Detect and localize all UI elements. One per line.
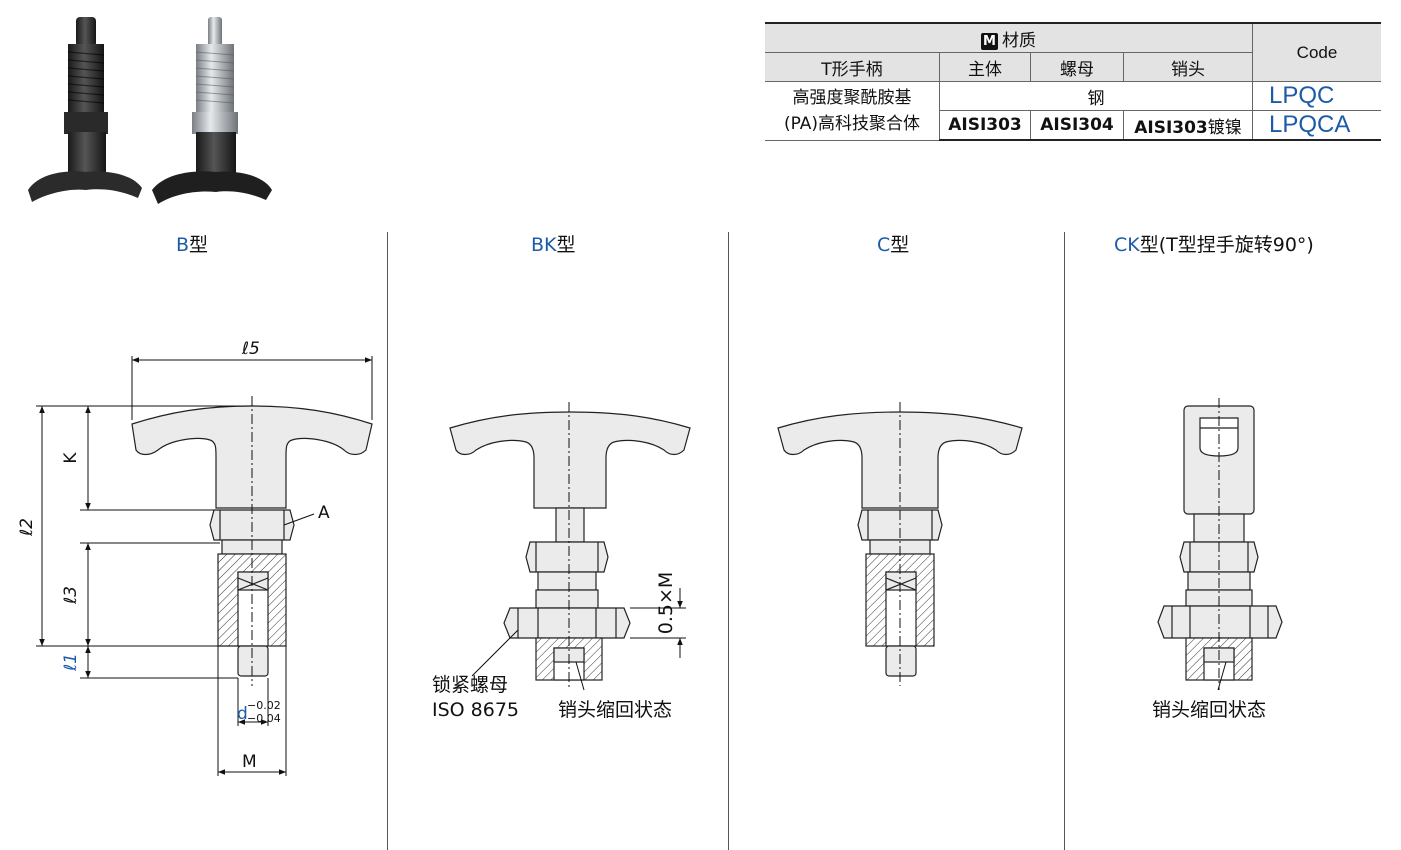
stainless-nut-cell: AISI304 <box>1030 110 1124 141</box>
material-badge: M <box>981 32 998 50</box>
product-photos <box>28 17 272 204</box>
col-body-header: 主体 <box>939 52 1031 82</box>
steel-cell: 钢 <box>939 81 1253 111</box>
dim-d-tol-upper: −0.02 <box>247 699 281 712</box>
dim-l3: ℓ3 <box>61 586 81 605</box>
photo-black-plunger <box>28 17 142 202</box>
title-bk: BK型 <box>531 234 576 256</box>
stainless-pin-cell: AISI303镀镍 <box>1123 110 1253 141</box>
lock-nut-label-line2: ISO 8675 <box>432 699 519 721</box>
material-header: 材质 <box>1002 30 1036 51</box>
dim-d: d <box>237 704 248 724</box>
panel-divider-1 <box>387 232 388 850</box>
lock-nut-label-line1: 锁紧螺母 <box>432 674 508 696</box>
bk-retracted-label: 销头缩回状态 <box>558 699 672 721</box>
dim-l1: ℓ1 <box>61 653 81 672</box>
panel-divider-3 <box>1064 232 1065 850</box>
b-pin <box>237 645 269 677</box>
drawing-bk <box>449 411 691 681</box>
b-dimension-lines <box>36 356 373 776</box>
code-header: Code <box>1252 22 1381 82</box>
handle-material-cell: 高强度聚酰胺基 (PA)高科技聚合体 <box>765 81 940 141</box>
bk-t-handle <box>449 411 691 509</box>
ck-lock-nut <box>1157 605 1283 639</box>
dim-l2: ℓ2 <box>17 518 37 537</box>
code-lpqca: LPQCA <box>1269 111 1351 138</box>
b-dimension-labels: ℓ5 K ℓ2 ℓ3 ℓ1 A d −0.02 −0.04 M <box>17 339 330 772</box>
photo-stainless-plunger <box>152 17 272 204</box>
bk-dimension-lines <box>471 402 686 691</box>
dim-d-tol-lower: −0.04 <box>247 712 281 725</box>
bk-lock-nut <box>503 607 631 639</box>
dim-l5: ℓ5 <box>241 339 260 359</box>
dim-a: A <box>318 503 330 523</box>
dim-k: K <box>61 452 81 464</box>
ck-lines <box>1217 398 1227 691</box>
panel-divider-2 <box>728 232 729 850</box>
ck-retracted-label: 销头缩回状态 <box>1152 699 1266 721</box>
dim-half-m: 0.5×M <box>655 572 677 635</box>
stainless-pin-suffix: 镀镍 <box>1207 117 1242 138</box>
dim-m: M <box>242 752 257 772</box>
title-ck: CK型(T型捏手旋转90°) <box>1114 234 1314 256</box>
stainless-body-cell: AISI303 <box>939 110 1031 141</box>
title-c: C型 <box>877 234 910 256</box>
stainless-pin-grade: AISI303 <box>1134 117 1208 138</box>
bk-labels: 0.5×M 锁紧螺母 ISO 8675 销头缩回状态 <box>432 572 677 721</box>
code-lpqc: LPQC <box>1269 82 1335 109</box>
handle-material-line2: (PA)高科技聚合体 <box>783 113 921 134</box>
handle-material-line1: 高强度聚酰胺基 <box>792 87 912 108</box>
col-pin-header: 销头 <box>1123 52 1253 82</box>
title-b: B型 <box>176 234 209 256</box>
drawing-ck <box>1157 405 1283 681</box>
col-handle-header: T形手柄 <box>765 52 940 82</box>
